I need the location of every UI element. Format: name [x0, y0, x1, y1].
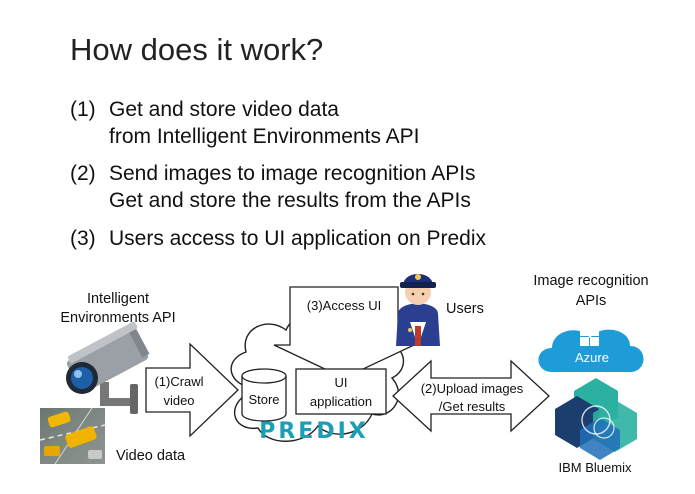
source-label-line-2: Environments API: [60, 310, 176, 326]
upload-results-arrow: [392, 359, 550, 433]
upload-arrow-label-line-1: (2)Upload images: [420, 381, 524, 396]
step-2-line-1: Send images to image recognition APIs: [109, 162, 476, 185]
video-data-label: Video data: [116, 448, 186, 464]
access-ui-arrow: [273, 286, 415, 379]
step-1-line-1: Get and store video data: [109, 98, 339, 121]
users-label: Users: [446, 301, 484, 317]
step-2: (2) Send images to image recognition API…: [70, 160, 630, 214]
step-2-number: (2): [70, 162, 96, 185]
bluemix-label: IBM Bluemix: [558, 460, 632, 475]
source-label-line-1: Intelligent: [86, 291, 150, 307]
step-3: (3) Users access to UI application on Pr…: [70, 225, 630, 252]
apis-label-line-2: APIs: [575, 293, 607, 309]
ui-application-box: [295, 368, 387, 415]
police-officer-icon: [396, 274, 440, 346]
step-1: (1) Get and store video data from Intell…: [70, 96, 590, 150]
ui-app-label-line-2: application: [309, 394, 373, 409]
step-3-line-1: Users access to UI application on Predix: [109, 227, 487, 250]
camera-icon: [66, 321, 150, 414]
azure-cloud-icon: [538, 327, 644, 372]
crawl-arrow-label-line-1: (1)Crawl: [154, 374, 204, 389]
store-label: Store: [248, 392, 280, 407]
predix-logo: PREDIX: [259, 419, 369, 444]
bluemix-logo-icon: [555, 378, 637, 460]
slide-title: How does it work?: [70, 32, 324, 67]
upload-arrow-label-line-2: /Get results: [438, 399, 506, 414]
step-3-number: (3): [70, 227, 96, 250]
windows-logo-icon: [580, 327, 599, 346]
crawl-arrow: [145, 342, 239, 438]
access-ui-label: (3)Access UI: [306, 298, 382, 313]
step-2-line-2: Get and store the results from the APIs: [109, 189, 471, 212]
crawl-arrow-label-line-2: video: [163, 393, 195, 408]
cylinder-icon: [241, 368, 287, 422]
azure-label: Azure: [575, 350, 609, 365]
ui-app-label-line-1: UI: [334, 375, 348, 390]
traffic-photo: [39, 407, 106, 465]
step-1-line-2: from Intelligent Environments API: [109, 125, 420, 148]
apis-label-line-1: Image recognition: [533, 273, 649, 289]
step-1-number: (1): [70, 98, 96, 121]
